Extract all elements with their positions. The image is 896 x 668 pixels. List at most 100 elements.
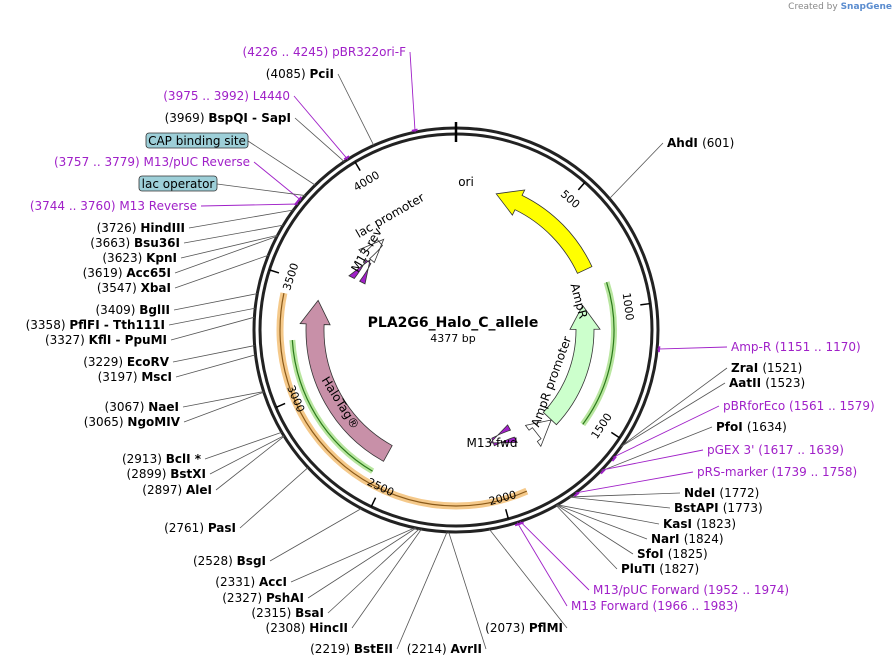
site-position: (1521) (762, 361, 802, 375)
site-sfoi: SfoI (1825) (556, 504, 708, 561)
tick-mark-2000 (504, 509, 510, 520)
site-position: (3663) (90, 236, 134, 250)
site-position: (2327) (222, 591, 266, 605)
feature-lac-promoter (358, 238, 385, 264)
primer-binding-mark (514, 522, 521, 527)
site-label-aatii: AatII (1523) (729, 376, 805, 390)
site-name: BspQI - SapI (208, 111, 291, 125)
site-name: NgoMIV (127, 415, 180, 429)
site-name: AatII (729, 376, 765, 390)
tick-mark-2500 (370, 497, 377, 508)
primer-pgex-3: pGEX 3' (1617 .. 1639) (601, 443, 844, 471)
primer-name: pRS-marker (697, 465, 772, 479)
feature-label-m13-fwd: M13 fwd (467, 436, 518, 450)
site-label-xbai: (3547) XbaI (97, 281, 171, 295)
site-name: BstXI (170, 467, 206, 481)
site-leader-pluti (555, 505, 618, 570)
primer-name: pBR322ori-F (332, 45, 406, 59)
site-label-pasi: (2761) PasI (164, 521, 236, 535)
site-position: (2331) (215, 575, 259, 589)
primer-m13-puc-forward: M13/pUC Forward (1952 .. 1974) (519, 521, 789, 597)
orf-line-green-amp (582, 281, 615, 425)
site-leader-bcli (204, 431, 282, 460)
tick-label-1000: 1000 (620, 292, 637, 321)
site-kfli-ppumi: (3327) KflI - PpuMI (45, 316, 255, 347)
site-leader-hincii (351, 528, 422, 629)
primer-binding-mark (611, 455, 617, 462)
site-position: (1827) (659, 562, 699, 576)
primer-leader-m13-puc-reverse (253, 161, 302, 201)
site-name: ZraI (731, 361, 762, 375)
primer-name: M13/pUC Forward (593, 583, 703, 597)
site-position: (3197) (98, 370, 142, 384)
primer-label-l4440: (3975 .. 3992) L4440 (163, 89, 290, 103)
site-position: (3547) (97, 281, 141, 295)
site-pflfi-tth111i: (3358) PflFI - Tth111I (26, 307, 256, 332)
boxed-label-lac-operator: lac operator (142, 177, 215, 191)
site-label-avrii: (2214) AvrII (407, 642, 482, 656)
tick-mark-1000 (640, 302, 651, 306)
tick-mark-4000 (354, 161, 361, 171)
tick-label-4000: 4000 (351, 169, 382, 195)
primer-range: (1966 .. 1983) (653, 599, 739, 613)
site-position: (1823) (696, 517, 736, 531)
site-naei: (3067) NaeI (105, 391, 264, 414)
site-leader-kfli-ppumi (170, 316, 255, 341)
primer-m13-puc-reverse: (3757 .. 3779) M13/pUC Reverse (54, 155, 302, 201)
site-name: BsaI (295, 606, 324, 620)
primer-leader-prs-marker (575, 471, 694, 494)
primer-name: M13/pUC Reverse (144, 155, 251, 169)
site-name: NdeI (684, 486, 719, 500)
boxed-bg-lac-operator (138, 175, 218, 192)
site-label-bsai: (2315) BsaI (251, 606, 324, 620)
boxed-bg-cap-binding-site (145, 132, 249, 149)
site-leader-pflmi (489, 528, 568, 629)
site-position: (3358) (26, 318, 70, 332)
boxed-lac-operator: lac operator (138, 175, 306, 196)
site-name: HincII (309, 621, 348, 635)
site-label-acc65i: (3619) Acc65I (83, 266, 171, 280)
primer-amp-r: Amp-R (1151 .. 1170) (657, 340, 861, 354)
site-avrii: (2214) AvrII (407, 531, 487, 656)
boxed-cap-binding-site: CAP binding site (145, 132, 316, 186)
primer-m13-forward: M13 Forward (1966 .. 1983) (516, 522, 739, 613)
site-position: (3327) (45, 333, 89, 347)
site-position: (1825) (668, 547, 708, 561)
site-kasi: KasI (1823) (557, 504, 736, 531)
site-label-kpni: (3623) KpnI (102, 251, 177, 265)
site-position: (2528) (193, 554, 237, 568)
site-acci: (2331) AccI (215, 527, 416, 589)
site-leader-bsai (327, 528, 420, 614)
site-name: SfoI (637, 547, 668, 561)
site-position: (3229) (83, 355, 127, 369)
site-label-pflfi-tth111i: (3358) PflFI - Tth111I (26, 318, 165, 332)
site-leader-zrai (621, 367, 728, 447)
site-bsai: (2315) BsaI (251, 528, 420, 620)
site-label-alei: (2897) AleI (142, 483, 212, 497)
feature-ampr-promoter (524, 419, 552, 448)
site-ndei: NdeI (1772) (569, 486, 759, 500)
site-leader-pflfi-tth111i (168, 307, 256, 326)
site-leader-bstapi (569, 496, 671, 509)
site-label-ngomiv: (3065) NgoMIV (84, 415, 181, 429)
site-name: BclI * (166, 452, 202, 466)
site-leader-bsgi (269, 508, 362, 562)
primer-label-amp-r: Amp-R (1151 .. 1170) (731, 340, 861, 354)
plasmid-size: 4377 bp (430, 332, 475, 345)
primer-leader-pgex-3 (601, 449, 704, 471)
site-label-bcli: (2913) BclI * (122, 452, 202, 466)
site-leader-alei (215, 435, 285, 491)
site-alei: (2897) AleI (142, 435, 285, 497)
boxed-label-cap-binding-site: CAP binding site (148, 134, 246, 148)
primer-leader-amp-r (657, 346, 728, 350)
site-position: (3619) (83, 266, 127, 280)
site-name: BstAPI (674, 501, 723, 515)
site-pluti: PluTI (1827) (555, 505, 699, 576)
site-position: (2219) (310, 642, 354, 656)
feature-ori (495, 189, 593, 274)
primer-name: M13 Reverse (119, 199, 197, 213)
primer-leader-pbrforeco (612, 405, 720, 458)
site-position: (2761) (164, 521, 208, 535)
site-name: PshAI (266, 591, 304, 605)
